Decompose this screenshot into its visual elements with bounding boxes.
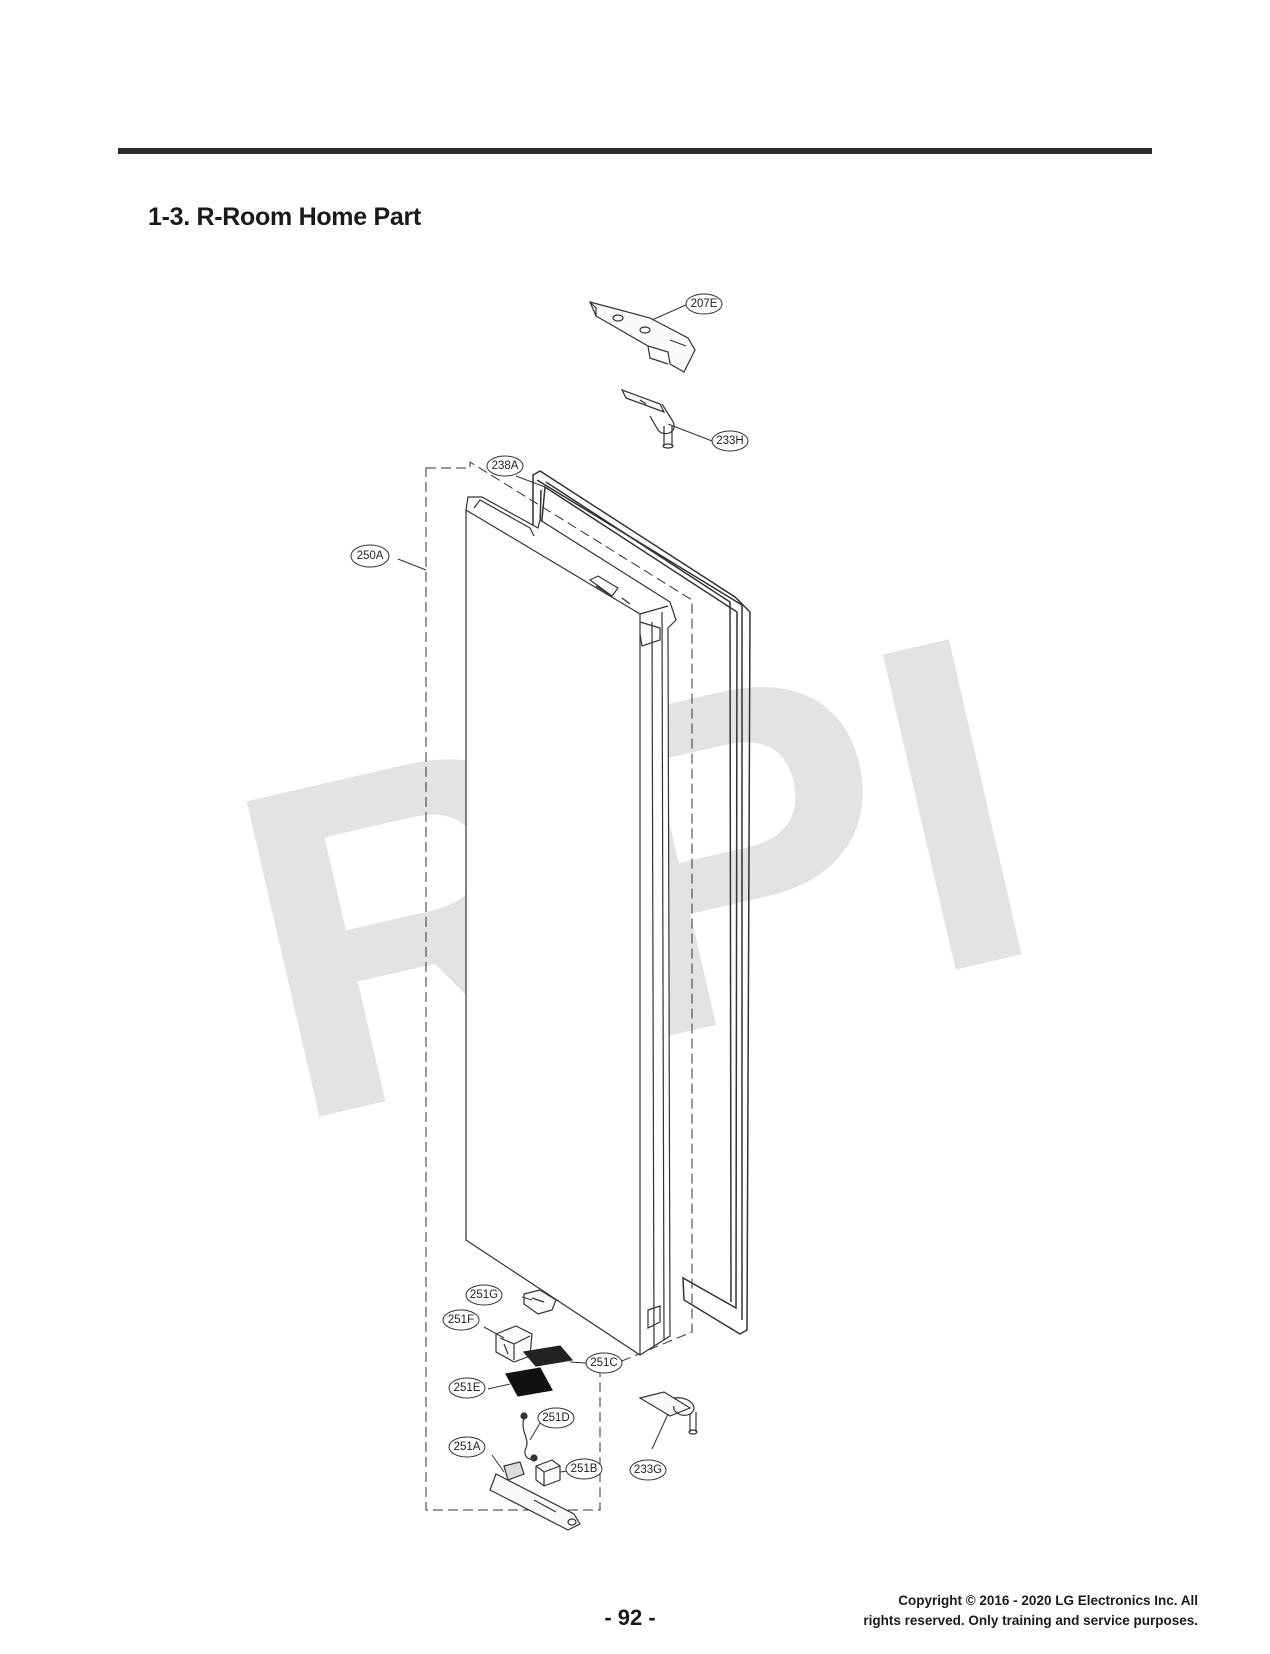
callout-251A [448,1436,486,1458]
callout-label-251F: 251F [448,1314,474,1326]
part-251G [523,1289,557,1315]
callout-251G [465,1284,503,1306]
callout-251D [537,1407,575,1429]
callout-251F [442,1309,480,1331]
callout-label-207E: 207E [691,298,718,310]
callout-233H [711,430,749,452]
copyright-notice: Copyright © 2016 - 2020 LG Electronics I… [863,1591,1198,1631]
callout-label-233H: 233H [716,435,744,447]
callout-label-251G: 251G [470,1289,498,1301]
callout-label-251D: 251D [542,1412,570,1424]
callout-label-251B: 251B [571,1463,598,1475]
door-panel-250A [465,496,677,1356]
header-rule [118,148,1152,154]
part-251A [489,1461,581,1531]
callout-207E [685,293,723,315]
hinge-233G [638,1391,698,1435]
callout-250A [350,544,390,568]
page-number: - 92 - [604,1605,656,1630]
callout-251C [585,1352,623,1374]
callout-label-238A: 238A [492,460,519,472]
hinge-bracket-207E [588,301,696,373]
callout-label-233G: 233G [634,1464,662,1476]
callout-label-251A: 251A [454,1441,481,1453]
callout-251B [565,1458,603,1480]
part-251B [535,1459,561,1487]
part-251F [495,1325,533,1363]
part-251E [505,1367,553,1397]
callout-label-251E: 251E [454,1382,481,1394]
section-title: 1-3. R-Room Home Part [148,203,421,231]
copyright-line-2: rights reserved. Only training and servi… [863,1613,1198,1628]
callout-label-250A: 250A [357,550,384,562]
assembly-boundary [425,461,693,1511]
callout-label-251C: 251C [590,1357,618,1369]
callout-238A [486,455,524,477]
hinge-pin-233H [620,388,675,449]
part-251D [520,1412,538,1462]
copyright-line-1: Copyright © 2016 - 2020 LG Electronics I… [898,1593,1198,1608]
callout-233G [629,1459,667,1481]
callout-251E [448,1377,486,1399]
part-251C [522,1345,574,1367]
